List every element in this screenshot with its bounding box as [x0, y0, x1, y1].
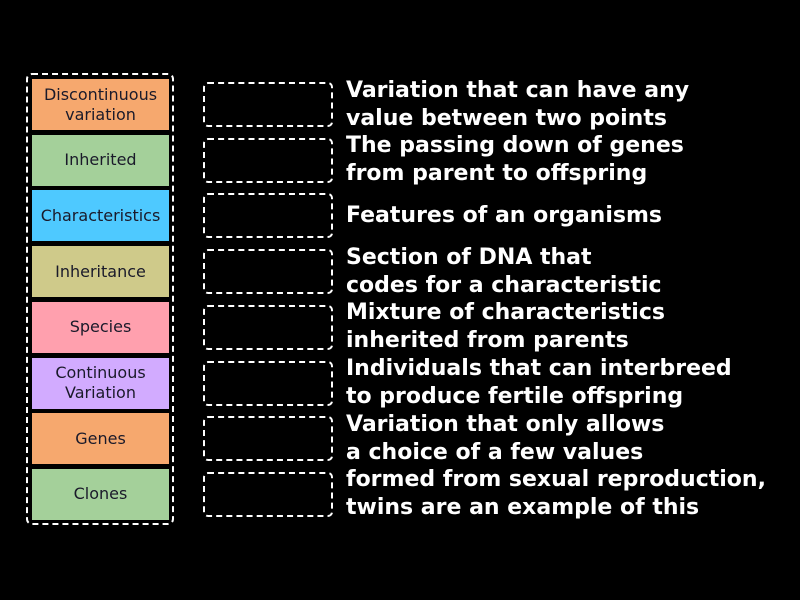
drop-slot[interactable]: [203, 304, 333, 350]
answer-tile[interactable]: Inherited: [32, 134, 169, 186]
definition-text: Variation that only allows a choice of a…: [346, 411, 665, 465]
answer-tile[interactable]: Continuous Variation: [32, 357, 169, 409]
answer-tile[interactable]: Clones: [32, 468, 169, 520]
answer-tile[interactable]: Discontinuous variation: [32, 79, 169, 130]
definition-text: Individuals that can interbreed to produ…: [346, 356, 732, 409]
definition-text: Variation that can have any value betwee…: [346, 77, 690, 131]
definition-text: Features of an organisms: [346, 202, 662, 228]
drop-slot[interactable]: [203, 471, 333, 517]
answer-tile[interactable]: Genes: [32, 413, 169, 465]
drop-slot[interactable]: [203, 193, 333, 239]
definition-text: The passing down of genes from parent to…: [346, 133, 684, 187]
definition-text: Mixture of characteristics inherited fro…: [346, 300, 665, 354]
drop-slot[interactable]: [203, 137, 333, 183]
definition-text: Section of DNA that codes for a characte…: [346, 244, 662, 298]
definition-text: formed from sexual reproduction, twins a…: [346, 467, 766, 521]
answer-tray: [26, 73, 174, 525]
answer-tile[interactable]: Inheritance: [32, 246, 169, 298]
drop-slot[interactable]: [203, 82, 333, 127]
drop-slot[interactable]: [203, 360, 333, 406]
drop-slot[interactable]: [203, 249, 333, 295]
answer-tile[interactable]: Species: [32, 301, 169, 353]
drop-slot[interactable]: [203, 416, 333, 462]
answer-tile[interactable]: Characteristics: [32, 190, 169, 242]
